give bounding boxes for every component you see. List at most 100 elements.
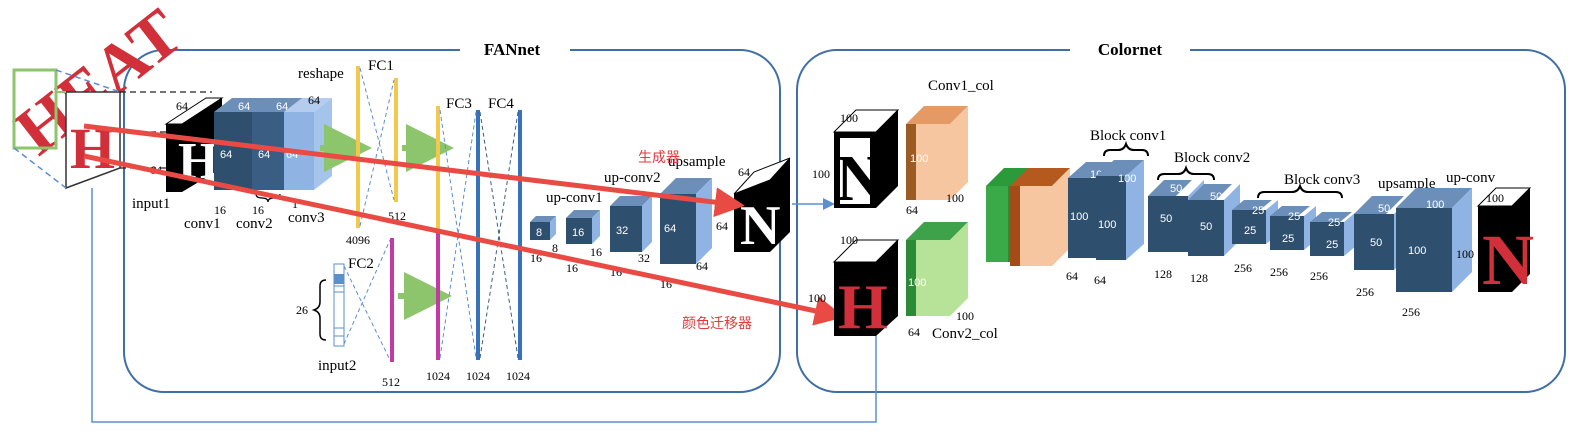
conv1-col-block: 100: [906, 106, 968, 200]
svg-text:128: 128: [1190, 271, 1208, 285]
svg-text:100: 100: [908, 277, 926, 289]
upconv-cube-16: 16: [566, 210, 600, 244]
onehot-brace: [311, 279, 327, 341]
reshape-bar: [356, 66, 360, 228]
reshape-label: reshape: [298, 66, 344, 82]
colornet-upconv-cube: 100 100: [1396, 188, 1472, 292]
svg-text:1024: 1024: [426, 369, 450, 383]
svg-text:100: 100: [840, 111, 858, 125]
conv1-col-label: Conv1_col: [928, 78, 994, 94]
svg-text:100: 100: [1456, 247, 1474, 261]
svg-text:256: 256: [1402, 305, 1420, 319]
svg-text:100: 100: [812, 167, 830, 181]
svg-text:25: 25: [1244, 225, 1256, 237]
svg-text:50: 50: [1160, 213, 1172, 225]
input2-label: input2: [318, 358, 356, 374]
color-transfer-arrow: [83, 153, 845, 326]
upconv-cube-64: 64: [660, 178, 712, 264]
svg-text:50: 50: [1170, 183, 1182, 195]
fc4-label: FC4: [488, 96, 514, 112]
svg-text:25: 25: [1326, 239, 1338, 251]
svg-text:100: 100: [1098, 219, 1116, 231]
svg-text:64: 64: [738, 165, 750, 179]
svg-text:1: 1: [292, 197, 298, 211]
svg-text:256: 256: [1356, 285, 1374, 299]
svg-text:16: 16: [252, 203, 264, 217]
svg-text:1024: 1024: [466, 369, 490, 383]
svg-text:512: 512: [382, 375, 400, 389]
svg-text:50: 50: [1200, 221, 1212, 233]
upconv1-label: up-conv1: [546, 190, 603, 206]
svg-text:16: 16: [590, 245, 602, 259]
svg-text:50: 50: [1210, 191, 1222, 203]
upconv-cube-8: 8: [530, 216, 556, 240]
svg-text:100: 100: [808, 291, 826, 305]
fc2-bar: [390, 238, 394, 362]
svg-text:26: 26: [296, 303, 308, 317]
svg-text:16: 16: [572, 227, 584, 239]
block-conv3-label: Block conv3: [1284, 172, 1360, 188]
svg-text:8: 8: [552, 241, 558, 255]
conv2-col-block: 100: [906, 222, 968, 316]
colornet-title: Colornet: [1098, 40, 1163, 59]
svg-text:256: 256: [1310, 269, 1328, 283]
generator-annotation: 生成器: [638, 150, 680, 166]
svg-text:100: 100: [946, 191, 964, 205]
svg-text:50: 50: [1378, 203, 1390, 215]
svg-text:N: N: [836, 142, 884, 215]
svg-text:100: 100: [910, 153, 928, 165]
svg-text:100: 100: [1118, 173, 1136, 185]
svg-text:256: 256: [1234, 261, 1252, 275]
svg-text:100: 100: [956, 309, 974, 323]
fc1-label: FC1: [368, 58, 394, 74]
input2-onehot: [333, 263, 345, 347]
concat-orange-block: [1010, 168, 1070, 266]
svg-text:64: 64: [176, 99, 188, 113]
colornet-input-h: H: [832, 239, 900, 342]
block-conv3-c: 25 25: [1310, 212, 1356, 256]
fc3-bar-bottom: [436, 232, 440, 360]
feedback-line: [91, 188, 882, 423]
svg-text:64: 64: [696, 259, 708, 273]
svg-text:100: 100: [1426, 199, 1444, 211]
block-conv3-a: 25 25: [1232, 200, 1278, 244]
svg-text:100: 100: [840, 233, 858, 247]
fc5-bar: [518, 110, 522, 360]
svg-text:64: 64: [664, 223, 676, 235]
svg-text:N: N: [740, 195, 780, 257]
svg-text:25: 25: [1282, 233, 1294, 245]
conv3-cube: 64: [284, 98, 332, 190]
svg-text:64: 64: [1094, 273, 1106, 287]
fc3-label: FC3: [446, 96, 472, 112]
svg-text:100: 100: [1486, 191, 1504, 205]
svg-text:64: 64: [1066, 269, 1078, 283]
conv3-label: conv3: [288, 210, 325, 226]
block-conv2-a: 50 50: [1148, 180, 1204, 252]
svg-text:8: 8: [536, 227, 542, 239]
svg-text:N: N: [1482, 220, 1534, 300]
svg-text:25: 25: [1328, 217, 1340, 229]
block-conv1-b: 100 100: [1096, 160, 1144, 260]
fannet-title: FANnet: [484, 40, 541, 59]
svg-text:64: 64: [906, 203, 918, 217]
upconv-cube-32: 32: [610, 196, 652, 252]
block-conv1-label: Block conv1: [1090, 128, 1166, 144]
colornet-upconv-label: up-conv: [1446, 170, 1496, 186]
heat-crop-green: [12, 68, 58, 150]
svg-text:4096: 4096: [346, 233, 370, 247]
svg-text:32: 32: [616, 225, 628, 237]
svg-text:16: 16: [214, 203, 226, 217]
svg-text:25: 25: [1288, 211, 1300, 223]
svg-text:64: 64: [238, 101, 250, 113]
conv2-col-label: Conv2_col: [932, 326, 998, 342]
upconv2-label: up-conv2: [604, 170, 661, 186]
svg-text:100: 100: [1408, 245, 1426, 257]
fc1-bar: [394, 78, 398, 202]
upsample-label: upsample: [668, 154, 726, 170]
fc4-bar: [476, 110, 480, 360]
svg-text:25: 25: [1252, 205, 1264, 217]
svg-text:64: 64: [716, 219, 728, 233]
input1-label: input1: [132, 196, 170, 212]
fannet-output-n: N: [733, 157, 791, 257]
